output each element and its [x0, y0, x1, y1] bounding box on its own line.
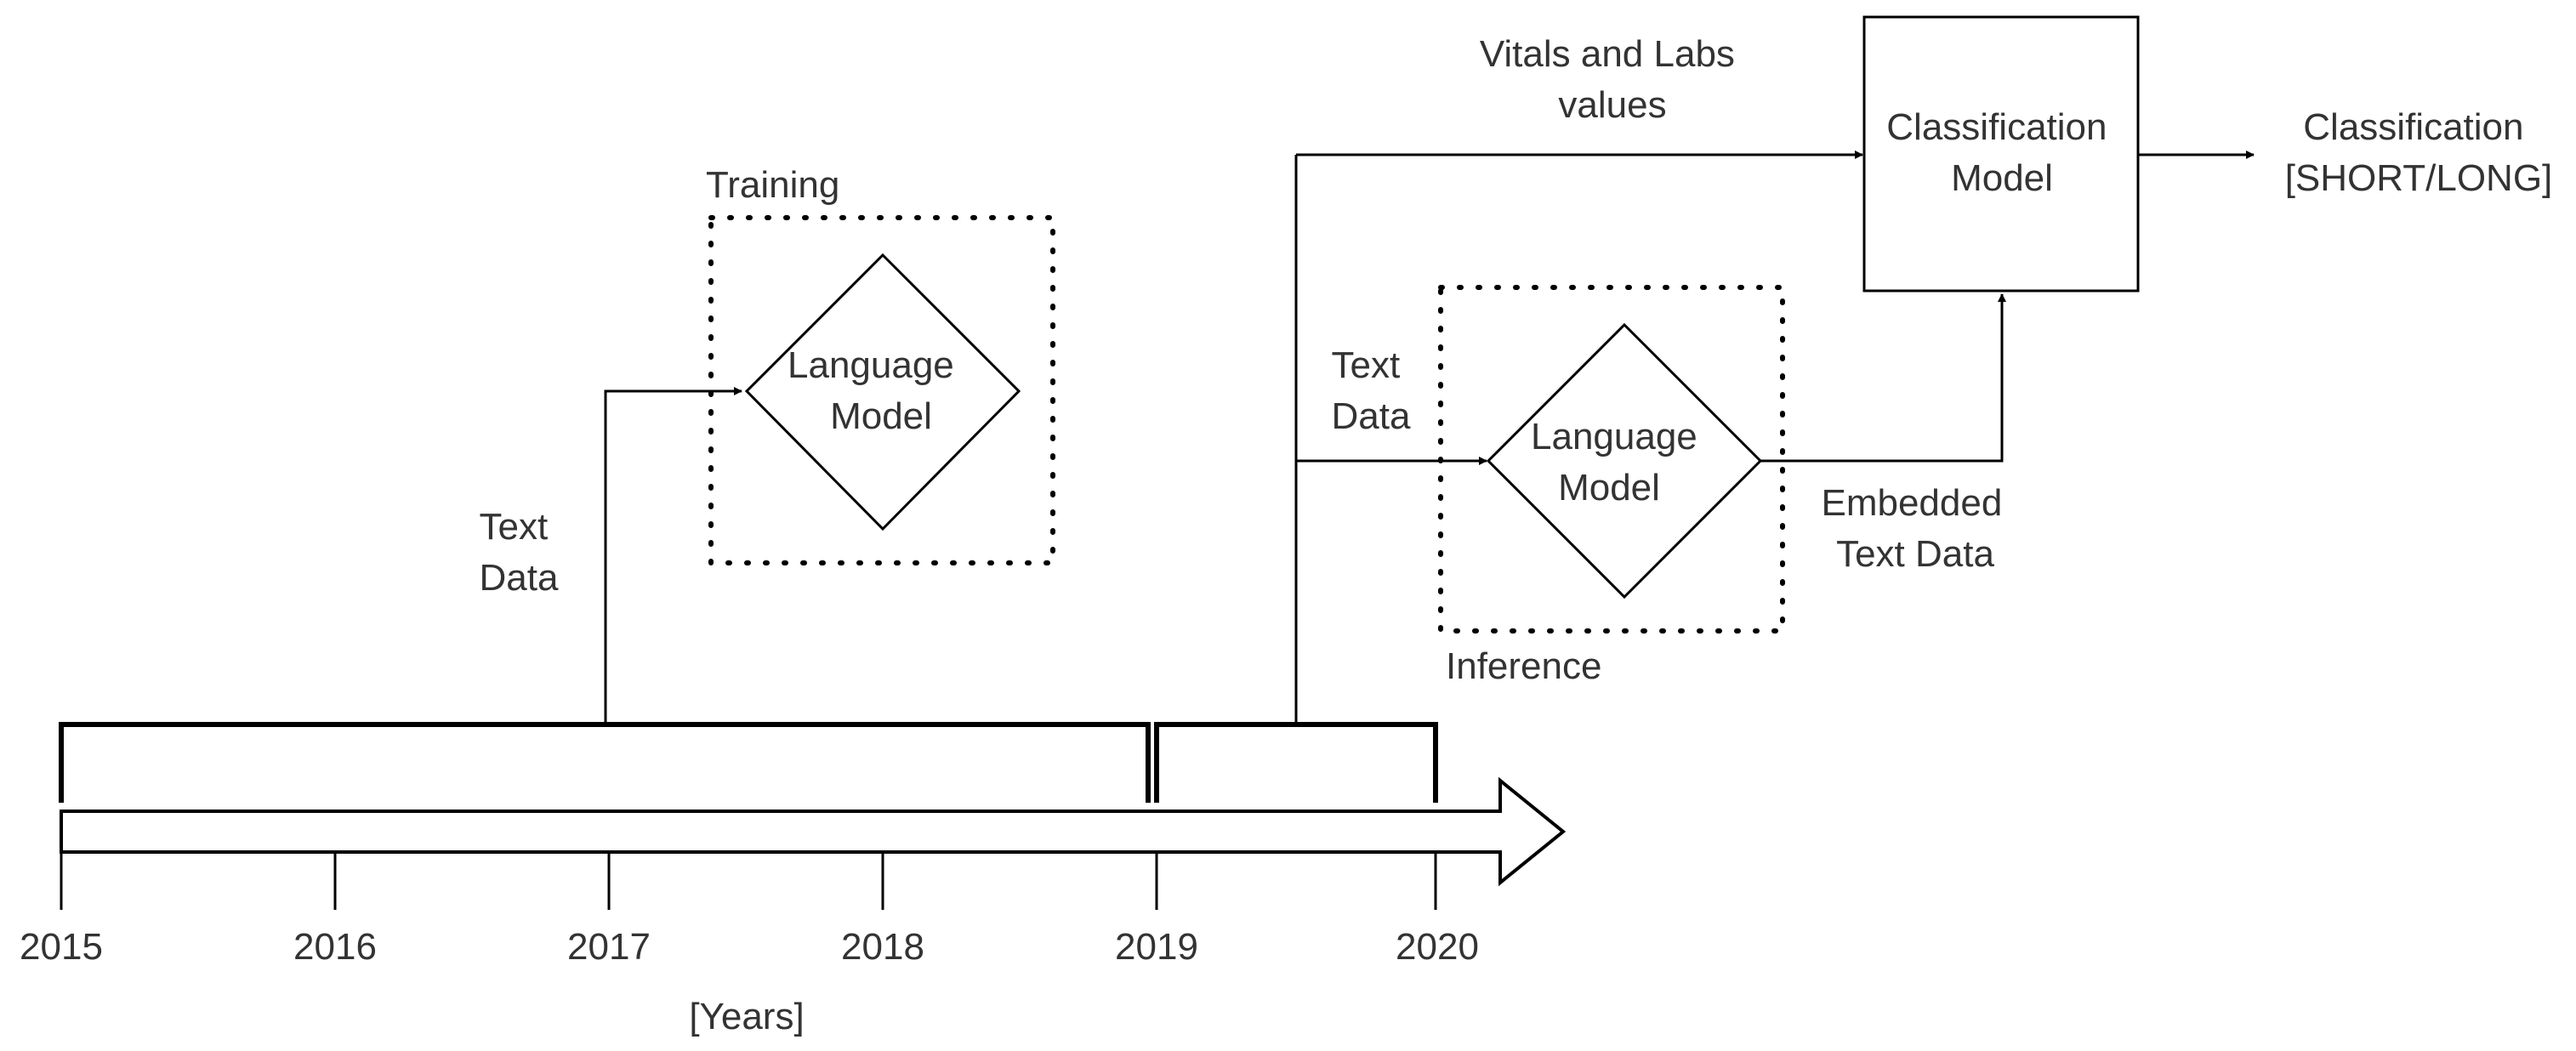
year-ticks	[60, 852, 1437, 910]
training-branch: Text Data Training Language Model	[480, 164, 1055, 724]
classification-model-box	[1862, 15, 2140, 293]
inference-language-model-label: Language Model	[1531, 416, 1708, 508]
inference-group-box	[1438, 285, 1785, 633]
classification-model-label: Classification Model	[1886, 106, 2117, 199]
vitals-label: Vitals and Labs values	[1480, 33, 1745, 126]
timeline: 2015 2016 2017 2018 2019 2020 [Years]	[20, 776, 1567, 1037]
inference-period-bracket	[1154, 722, 1438, 803]
year-labels: 2015 2016 2017 2018 2019 2020	[20, 926, 1479, 968]
inference-language-model-diamond	[1486, 322, 1763, 599]
training-group-label: Training	[706, 164, 839, 206]
training-input-label: Text Data	[480, 506, 559, 599]
training-text-data-arrow	[604, 387, 742, 724]
year-label-2019: 2019	[1115, 926, 1198, 968]
inference-input-label: Text Data	[1332, 344, 1411, 437]
classification-output-label: Classification [SHORT/LONG]	[2285, 106, 2553, 199]
axis-label-years: [Years]	[689, 996, 804, 1037]
embedded-text-arrow	[1760, 293, 2006, 463]
training-language-model-diamond	[744, 253, 1021, 531]
inference-group-label: Inference	[1446, 645, 1601, 687]
training-period-bracket	[59, 722, 1151, 803]
year-label-2016: 2016	[293, 926, 377, 968]
year-label-2017: 2017	[567, 926, 651, 968]
classification: Classification Model Classification [SHO…	[1862, 15, 2553, 293]
embedded-text-label: Embedded Text Data	[1821, 482, 2012, 575]
inference-branch: Vitals and Labs values Text Data Inferen…	[1294, 33, 2012, 724]
training-language-model-label: Language Model	[788, 344, 964, 437]
training-group-box	[708, 215, 1055, 565]
timeline-arrow	[60, 776, 1567, 887]
year-label-2020: 2020	[1396, 926, 1479, 968]
year-label-2018: 2018	[841, 926, 924, 968]
year-label-2015: 2015	[20, 926, 103, 968]
